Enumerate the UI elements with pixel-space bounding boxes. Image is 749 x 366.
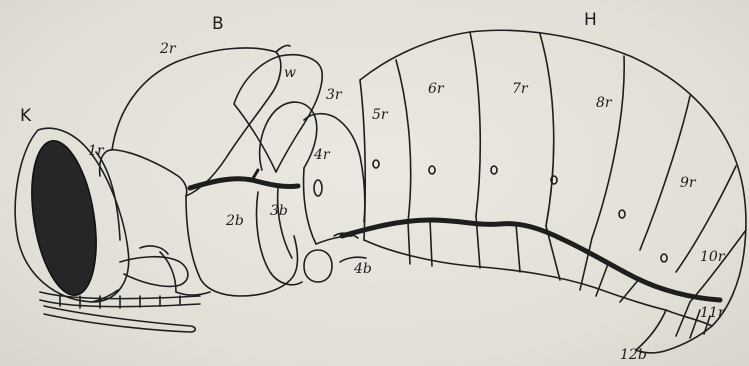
label-11r: 11r <box>700 306 725 320</box>
label-6r: 6r <box>428 82 444 96</box>
label-9r: 9r <box>680 176 696 190</box>
label-5r: 5r <box>372 108 388 122</box>
label-2r: 2r <box>160 42 176 56</box>
label-3b: 3b <box>270 204 288 218</box>
head <box>15 128 128 302</box>
label-1r: 1r <box>88 144 104 158</box>
label-4b: 4b <box>354 262 372 276</box>
label-8r: 8r <box>596 96 612 110</box>
label-head: K <box>20 108 31 125</box>
label-3r: 3r <box>326 88 342 102</box>
wing <box>234 55 322 172</box>
label-12b: 12b <box>620 348 647 362</box>
label-thorax: B <box>212 16 224 33</box>
label-4r: 4r <box>314 148 330 162</box>
label-abdomen: H <box>584 12 597 29</box>
label-2b: 2b <box>226 214 244 228</box>
label-wing: w <box>284 66 296 80</box>
label-7r: 7r <box>512 82 528 96</box>
label-10r: 10r <box>700 250 725 264</box>
abdomen <box>334 30 746 353</box>
